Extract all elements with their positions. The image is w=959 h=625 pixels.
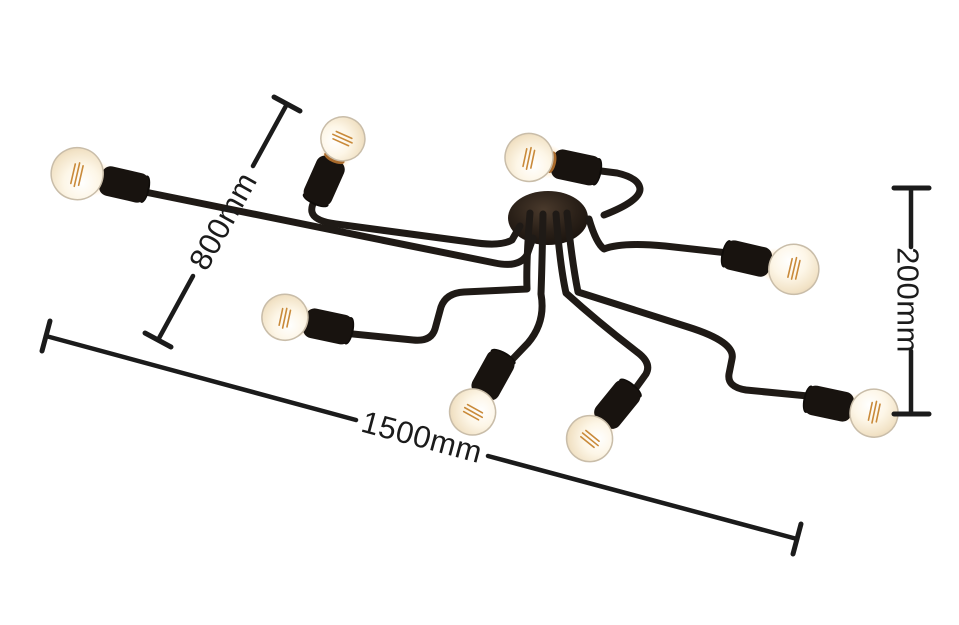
- dimension-tick: [142, 330, 174, 350]
- dimension-line: [250, 101, 290, 169]
- dimension-label-depth: 800mm: [182, 166, 264, 276]
- bulb-east: [720, 240, 820, 296]
- bulb-filament: [580, 429, 600, 449]
- bulb-northwest: [302, 116, 366, 208]
- bulb-socket: [98, 166, 149, 203]
- bulb-socket: [551, 149, 601, 186]
- bulb-filament: [332, 130, 353, 147]
- bulb-socket: [303, 308, 353, 345]
- lamp-arm-southeast: [563, 209, 812, 400]
- dimension-tick: [790, 521, 804, 557]
- dimension-width-1500mm: 1500mm: [39, 318, 804, 557]
- bulb-south-right: [565, 378, 642, 463]
- lamp-arm-southwest: [339, 209, 534, 344]
- bulb-north: [504, 132, 603, 186]
- dimension-height-200mm: 200mm: [891, 185, 932, 417]
- bulb-filament: [70, 162, 84, 188]
- dimension-tick: [271, 94, 303, 114]
- bulb-socket: [471, 350, 515, 401]
- lamp-arm-east: [585, 215, 732, 257]
- bulb-filament: [787, 256, 801, 280]
- bulb-filament: [462, 403, 484, 421]
- dimension-tick: [39, 318, 53, 354]
- lamp-arm-south-right: [552, 210, 652, 396]
- lamp-arm-north: [597, 167, 644, 219]
- lamp-arm-northwest: [308, 185, 524, 248]
- bulb-west: [50, 146, 151, 203]
- ceiling-lamp: [50, 116, 899, 463]
- dimension-line: [485, 453, 800, 542]
- bulb-socket: [594, 380, 641, 429]
- bulb-south-left: [448, 348, 516, 436]
- bulb-southwest: [261, 293, 355, 345]
- dimension-line: [43, 333, 359, 423]
- lamp-arm-south-left: [503, 210, 547, 369]
- bulb-southeast: [802, 385, 899, 438]
- bulb-filament: [278, 307, 292, 329]
- dimension-line: [155, 273, 196, 343]
- canopy: [508, 191, 588, 245]
- dimension-label-height: 200mm: [891, 247, 926, 353]
- bulb-socket: [722, 240, 773, 277]
- bulb-socket: [804, 385, 854, 422]
- bulb-filament: [522, 146, 536, 170]
- bulb-filament: [867, 400, 881, 424]
- bulb-socket: [303, 155, 345, 206]
